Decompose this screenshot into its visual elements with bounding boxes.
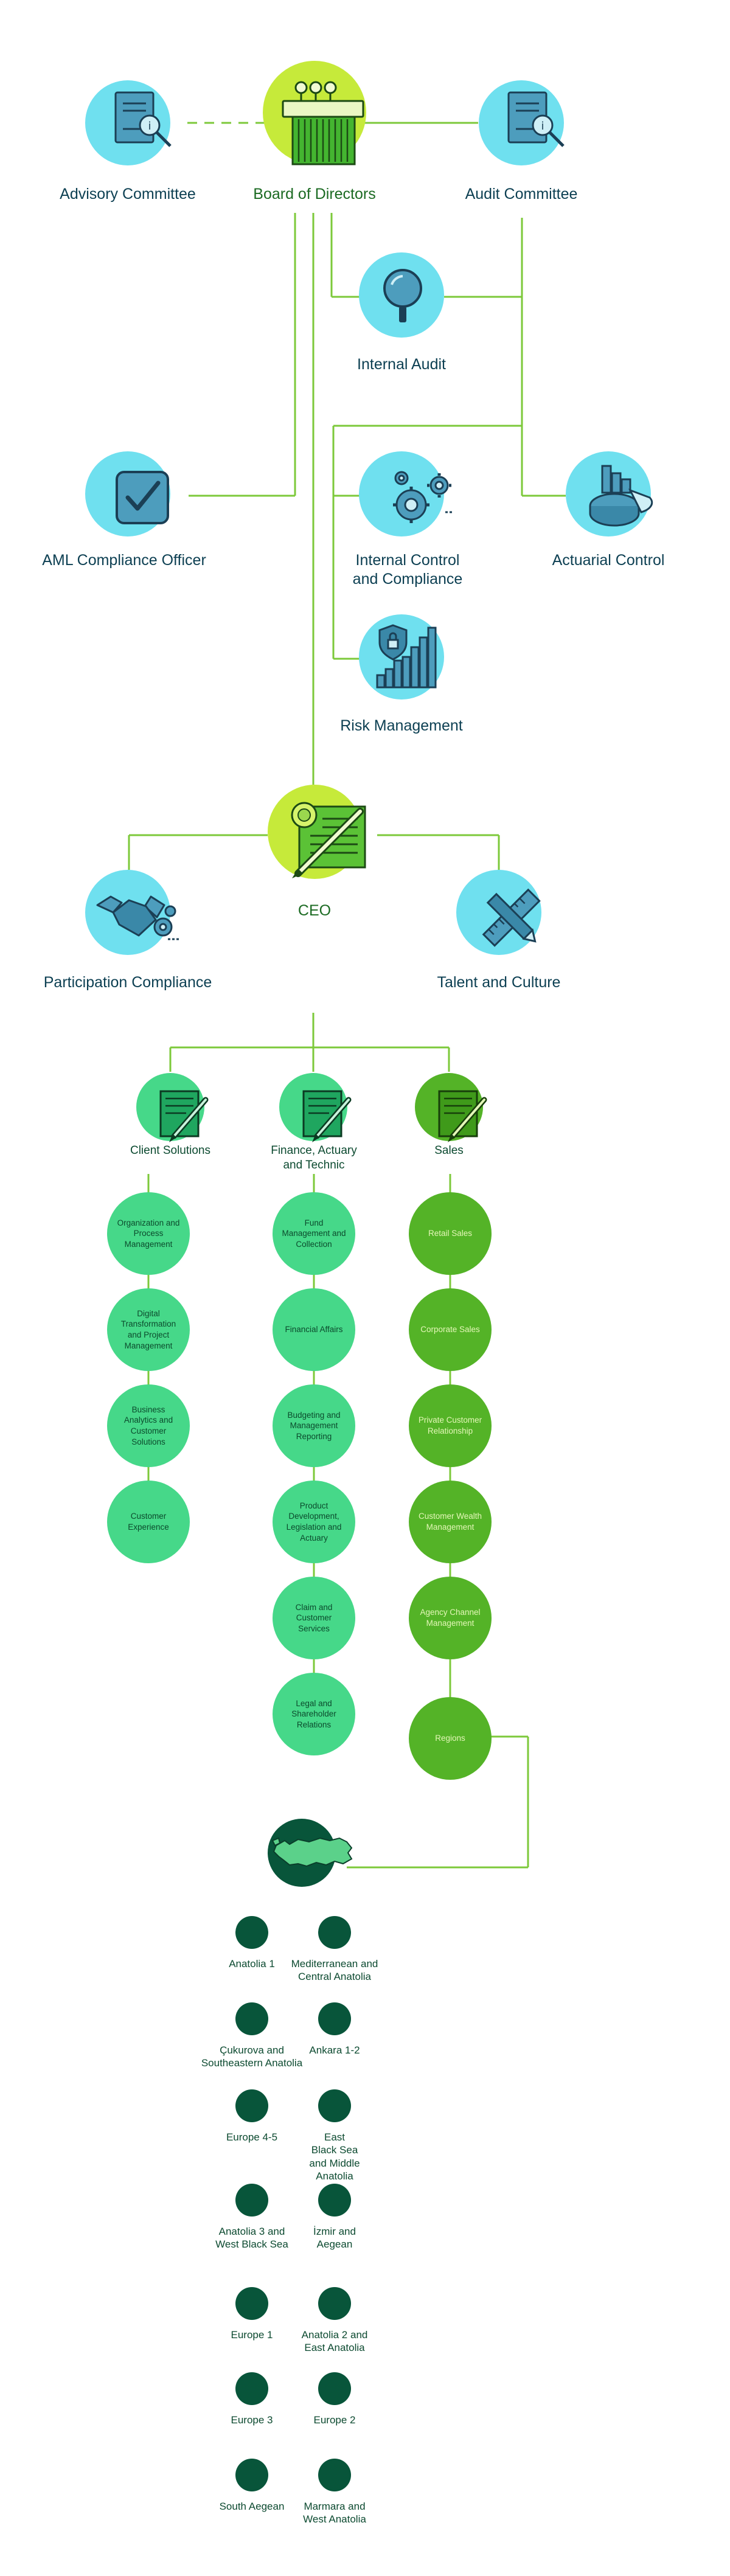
region-dot (235, 2372, 268, 2405)
ceo-label: CEO (297, 902, 332, 919)
pie-chart-icon (589, 465, 653, 527)
region-label: Anatolia 2 and East Anatolia (301, 2329, 368, 2354)
aml-officer-label: AML Compliance Officer (42, 552, 206, 569)
checkbox-icon (116, 471, 169, 524)
turkey-map-icon (271, 1837, 353, 1867)
region-label: East Black Sea and Middle Anatolia (309, 2131, 360, 2182)
unit-business-analytics: Business Analytics and Customer Solution… (107, 1384, 190, 1467)
gears-icon (393, 471, 454, 523)
region-label: Mediterranean and Central Anatolia (291, 1958, 378, 1983)
region-dot (318, 2459, 351, 2491)
region-dot (235, 2002, 268, 2035)
actuarial-control-label: Actuarial Control (552, 552, 665, 569)
region-dot (235, 2459, 268, 2491)
region-dot (235, 2287, 268, 2320)
region-label: Europe 1 (231, 2329, 273, 2341)
region-dot (235, 2184, 268, 2217)
unit-claim-customer-services: Claim and Customer Services (273, 1577, 355, 1659)
audit-committee-label: Audit Committee (465, 186, 578, 203)
region-dot (318, 2002, 351, 2035)
internal-control-label: Internal Control and Compliance (352, 552, 463, 588)
region-dot (318, 2372, 351, 2405)
document-pen-icon (159, 1090, 209, 1142)
risk-management-label: Risk Management (340, 717, 463, 734)
region-dot (318, 1916, 351, 1949)
unit-private-customer: Private Customer Relationship (409, 1384, 492, 1467)
talent-culture-label: Talent and Culture (437, 974, 561, 991)
svg-text:i: i (148, 120, 151, 133)
division-sales-label: Sales (434, 1144, 464, 1157)
region-label: Anatolia 1 (229, 1958, 275, 1970)
region-label: İzmir and Aegean (313, 2226, 356, 2251)
region-dot (318, 2089, 351, 2122)
unit-retail-sales: Retail Sales (409, 1192, 492, 1275)
document-pen-icon (438, 1090, 487, 1142)
division-finance-label: Finance, Actuary and Technic (271, 1144, 357, 1172)
shield-chart-icon (376, 624, 437, 689)
unit-product-development: Product Development, Legislation and Act… (273, 1481, 355, 1563)
unit-fund-management: Fund Management and Collection (273, 1192, 355, 1275)
magnifier-icon (383, 269, 422, 322)
region-label: Europe 3 (231, 2414, 273, 2426)
certificate-pen-icon (291, 802, 366, 878)
unit-regions: Regions (409, 1697, 492, 1780)
internal-audit-label: Internal Audit (357, 356, 446, 373)
unit-organization-process: Organization and Process Management (107, 1192, 190, 1275)
shredder-icon (282, 81, 364, 165)
region-label: Ankara 1-2 (309, 2044, 360, 2056)
region-label: South Aegean (219, 2501, 285, 2512)
advisory-committee-label: Advisory Committee (60, 186, 196, 203)
board-of-directors-label: Board of Directors (253, 186, 376, 203)
unit-customer-wealth: Customer Wealth Management (409, 1481, 492, 1563)
region-label: Anatolia 3 and West Black Sea (215, 2226, 288, 2251)
region-label: Marmara and West Anatolia (303, 2501, 366, 2526)
region-dot (318, 2184, 351, 2217)
document-pen-icon (302, 1090, 352, 1142)
unit-agency-channel: Agency Channel Management (409, 1577, 492, 1659)
division-client-solutions-label: Client Solutions (130, 1144, 211, 1157)
region-label: Çukurova and Southeastern Anatolia (201, 2044, 303, 2069)
region-label: Europe 2 (313, 2414, 356, 2426)
unit-financial-affairs: Financial Affairs (273, 1288, 355, 1371)
region-dot (235, 2089, 268, 2122)
ruler-pencil-icon (482, 888, 541, 947)
svg-text:i: i (541, 120, 544, 133)
handshake-gear-icon (96, 895, 179, 940)
participation-compliance-label: Participation Compliance (43, 974, 212, 991)
unit-legal-shareholder: Legal and Shareholder Relations (273, 1673, 355, 1755)
document-magnifier-icon: i (507, 91, 565, 147)
unit-corporate-sales: Corporate Sales (409, 1288, 492, 1371)
document-magnifier-icon: i (114, 91, 172, 147)
unit-customer-experience: Customer Experience (107, 1481, 190, 1563)
region-label: Europe 4-5 (226, 2131, 278, 2143)
unit-budgeting-reporting: Budgeting and Management Reporting (273, 1384, 355, 1467)
region-dot (318, 2287, 351, 2320)
unit-digital-transformation: Digital Transformation and Project Manag… (107, 1288, 190, 1371)
region-dot (235, 1916, 268, 1949)
